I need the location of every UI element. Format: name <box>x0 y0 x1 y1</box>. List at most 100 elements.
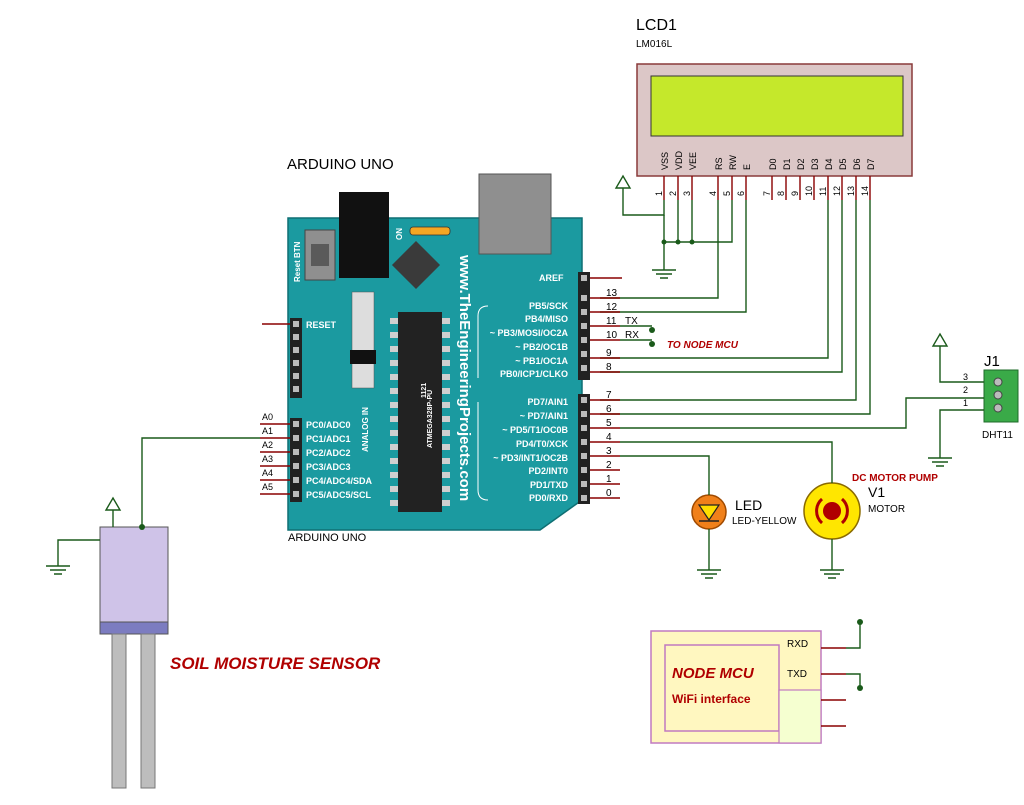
lcd-pin-name: RS <box>714 157 724 170</box>
dht-title: J1 <box>984 353 1000 370</box>
lcd-pin-name: D1 <box>782 158 792 170</box>
lcd-pin-name: D0 <box>768 158 778 170</box>
digital-pin-number: 7 <box>606 390 612 401</box>
lcd-pin-number: 4 <box>708 191 718 196</box>
digital-pin-label: ~ PD7/AIN1 <box>520 411 568 421</box>
lcd-pin-names: VSS VDD VEE RS RW E D0 D1 D2 D3 D4 D5 D6… <box>660 150 876 170</box>
digital-pin-number: 11 <box>606 316 617 327</box>
digital-pin-number: 12 <box>606 302 618 313</box>
analog-pin-number: A2 <box>262 440 273 450</box>
analog-pin-labels: PC0/ADC0 PC1/ADC1 PC2/ADC2 PC3/ADC3 PC4/… <box>306 420 373 500</box>
analog-pin-leads: A0 A1 A2 A3 A4 A5 <box>260 412 290 495</box>
dc-motor[interactable]: DC MOTOR PUMP V1 MOTOR <box>803 473 938 540</box>
digital-pin-label: PD4/T0/XCK <box>516 439 569 449</box>
analog-pin-number: A1 <box>262 426 273 436</box>
digital-pin-number: 5 <box>606 418 612 429</box>
chip-leg <box>390 318 398 324</box>
led-title: LED <box>735 497 762 513</box>
analog-pin-label: PC4/ADC4/SDA <box>306 476 373 486</box>
analog-pin-number: A3 <box>262 454 273 464</box>
lcd-pin-number: 14 <box>860 186 870 196</box>
dht11-sensor[interactable]: J1 DHT11 3 2 1 <box>963 353 1019 441</box>
digital-pin-label: ~ PB1/OC1A <box>515 356 568 366</box>
digital-pin-label: PB5/SCK <box>529 301 569 311</box>
soil-caption: SOIL MOISTURE SENSOR <box>170 654 381 673</box>
node-wiring <box>821 619 863 727</box>
chip-leg <box>390 388 398 394</box>
chip-leg <box>442 318 450 324</box>
arduino-footer: ARDUINO UNO <box>288 532 367 544</box>
dht-model: DHT11 <box>982 430 1013 441</box>
chip-leg <box>442 360 450 366</box>
lcd-pin-name: D5 <box>838 158 848 170</box>
analog-pin-label: PC2/ADC2 <box>306 448 351 458</box>
chip-legs <box>390 318 450 506</box>
lcd-pin-number: 5 <box>722 191 732 196</box>
power-led <box>409 226 451 236</box>
analog-pin-label: PC3/ADC3 <box>306 462 351 472</box>
lcd-pin-number: 7 <box>762 191 772 196</box>
chip-leg <box>442 402 450 408</box>
to-node-mcu-label: TO NODE MCU <box>667 340 739 351</box>
chip-label-2: ATMEGA328P-PU <box>427 390 434 448</box>
digital-pin-number: 10 <box>606 330 618 341</box>
lcd-screen <box>650 75 904 137</box>
chip-leg <box>442 388 450 394</box>
led-ground-icon <box>697 569 721 579</box>
digital-pin-label: ~ PB2/OC1B <box>515 342 568 352</box>
node-title: NODE MCU <box>672 665 755 682</box>
chip-leg <box>390 486 398 492</box>
usb-port <box>478 173 552 255</box>
digital-pin-label: PB4/MISO <box>525 314 568 324</box>
digital-pin-number: 1 <box>606 474 612 485</box>
reset-pin-label: RESET <box>306 320 337 330</box>
lcd-pin-name: D7 <box>866 158 876 170</box>
lcd-pin-number: 13 <box>846 186 856 196</box>
diode <box>350 350 376 364</box>
arduino-title: ARDUINO UNO <box>287 156 394 173</box>
node-inner <box>664 644 780 732</box>
serial-lines: TX RX <box>620 316 655 347</box>
digital-pin-label: PB0/ICP1/CLKO <box>500 369 568 379</box>
chip-leg <box>442 472 450 478</box>
chip-leg <box>390 374 398 380</box>
reset-button-cap <box>311 244 329 266</box>
chip-leg <box>390 332 398 338</box>
digital-pin-number: 8 <box>606 362 612 373</box>
led-component[interactable]: LED LED-YELLOW <box>691 494 797 530</box>
digital-pin-number: 2 <box>606 460 612 471</box>
lcd-pin-number: 3 <box>682 191 692 196</box>
sensor-ground-icon <box>46 565 70 575</box>
node-rxd: RXD <box>787 639 808 650</box>
lcd-pin-numbers: 1 2 3 4 5 6 7 8 9 10 11 12 13 14 <box>654 186 870 196</box>
lcd-pin-number: 2 <box>668 191 678 196</box>
dht-pin: 2 <box>963 385 968 395</box>
lcd-pin-name: D4 <box>824 158 834 170</box>
lcd-pin-name: D2 <box>796 158 806 170</box>
sensor-body <box>99 526 169 623</box>
lcd-pin-number: 11 <box>818 187 828 196</box>
ground-icon <box>652 269 676 279</box>
digital-pin-label: ~ PD3/INT1/OC2B <box>493 453 568 463</box>
arduino-board[interactable]: Reset BTN ON 1121 ATMEGA328P-PU www.TheE… <box>287 173 590 531</box>
lcd-module[interactable]: LCD1 LM016L VSS VDD VEE RS RW E D0 D1 D2… <box>636 17 913 200</box>
lcd-pin-number: 6 <box>736 191 746 196</box>
digital-header-bottom <box>578 394 590 504</box>
analog-pin-label: PC5/ADC5/SCL <box>306 490 372 500</box>
node-mcu[interactable]: NODE MCU WiFi interface RXD TXD <box>650 630 822 744</box>
chip-leg <box>390 346 398 352</box>
digital-pin-label: ~ PD5/T1/OC0B <box>502 425 568 435</box>
digital-pin-leads <box>590 277 622 499</box>
digital-pin-label: PD2/INT0 <box>528 466 568 476</box>
chip-leg <box>390 458 398 464</box>
sensor-power-icon <box>104 496 122 511</box>
reset-btn-label: Reset BTN <box>293 241 302 282</box>
sensor-band <box>99 621 169 635</box>
dht-power-icon <box>931 332 949 347</box>
led-diode-icon <box>697 504 721 522</box>
dht-wiring <box>620 346 984 458</box>
soil-sensor[interactable] <box>99 526 169 789</box>
bracket <box>477 305 489 378</box>
lcd-title: LCD1 <box>636 17 677 34</box>
